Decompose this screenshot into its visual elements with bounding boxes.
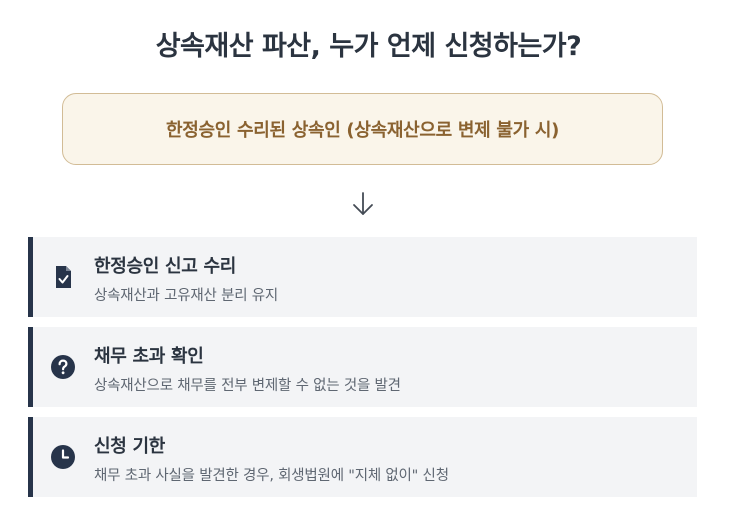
arrow-down-icon (353, 192, 373, 215)
step-card-acceptance: 한정승인 신고 수리 상속재산과 고유재산 분리 유지 (28, 237, 697, 317)
question-circle-icon (51, 355, 75, 379)
step-description: 상속재산으로 채무를 전부 변제할 수 없는 것을 발견 (94, 378, 401, 394)
page-title: 상속재산 파산, 누가 언제 신청하는가? (155, 31, 582, 62)
applicant-box: 한정승인 수리된 상속인 (상속재산으로 변제 불가 시) (62, 93, 663, 165)
step-title: 채무 초과 확인 (94, 346, 204, 367)
step-title: 한정승인 신고 수리 (94, 256, 237, 277)
step-description: 채무 초과 사실을 발견한 경우, 회생법원에 "지체 없이" 신청 (94, 468, 449, 484)
step-description: 상속재산과 고유재산 분리 유지 (94, 288, 279, 304)
applicant-text: 한정승인 수리된 상속인 (상속재산으로 변제 불가 시) (165, 120, 560, 141)
step-card-debt-excess: 채무 초과 확인 상속재산으로 채무를 전부 변제할 수 없는 것을 발견 (28, 327, 697, 407)
step-card-deadline: 신청 기한 채무 초과 사실을 발견한 경우, 회생법원에 "지체 없이" 신청 (28, 417, 697, 497)
document-check-icon (56, 266, 71, 288)
clock-icon (51, 445, 75, 469)
step-title: 신청 기한 (94, 436, 166, 457)
